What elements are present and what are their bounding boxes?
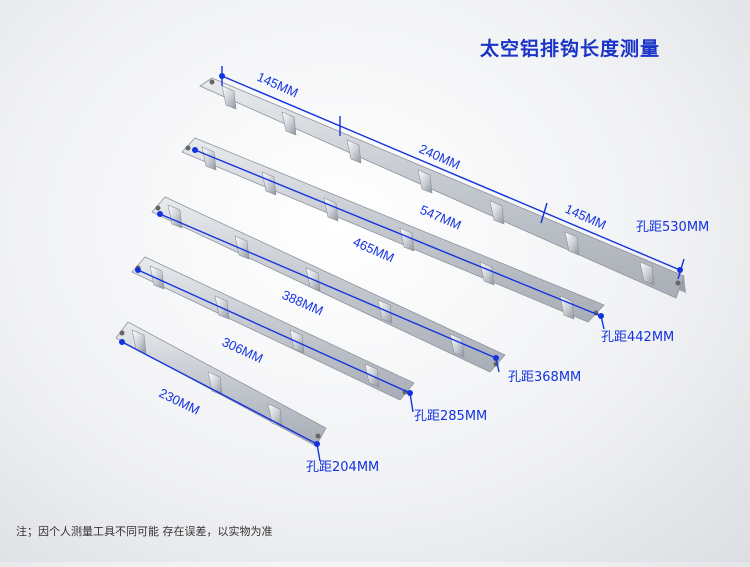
hole-label-2: 孔距442MM bbox=[601, 330, 674, 345]
hole-label-5: 孔距204MM bbox=[306, 460, 379, 475]
measurement-lines bbox=[121, 66, 685, 462]
hole-label-3: 孔距368MM bbox=[508, 370, 581, 385]
page-title: 太空铝排钩长度测量 bbox=[480, 38, 661, 60]
segment-label-1: 145MM bbox=[255, 69, 301, 100]
length-label-3: 388MM bbox=[280, 287, 326, 318]
hook-rack-5 bbox=[115, 321, 327, 447]
hole-label-1: 孔距530MM bbox=[636, 220, 709, 235]
length-label-5: 230MM bbox=[157, 385, 203, 417]
hook-rack-4 bbox=[131, 256, 415, 401]
hole-label-4: 孔距285MM bbox=[414, 409, 487, 424]
measurement-endpoints bbox=[119, 73, 683, 447]
footnote: 注；因个人测量工具不同可能 存在误差，以实物为准 bbox=[16, 525, 273, 538]
length-label-1: 547MM bbox=[418, 202, 464, 233]
hook-rack-1 bbox=[199, 77, 686, 299]
hole-distance-labels: 孔距530MM 孔距442MM 孔距368MM 孔距285MM 孔距204MM bbox=[306, 220, 709, 475]
length-label-4: 306MM bbox=[220, 334, 266, 366]
